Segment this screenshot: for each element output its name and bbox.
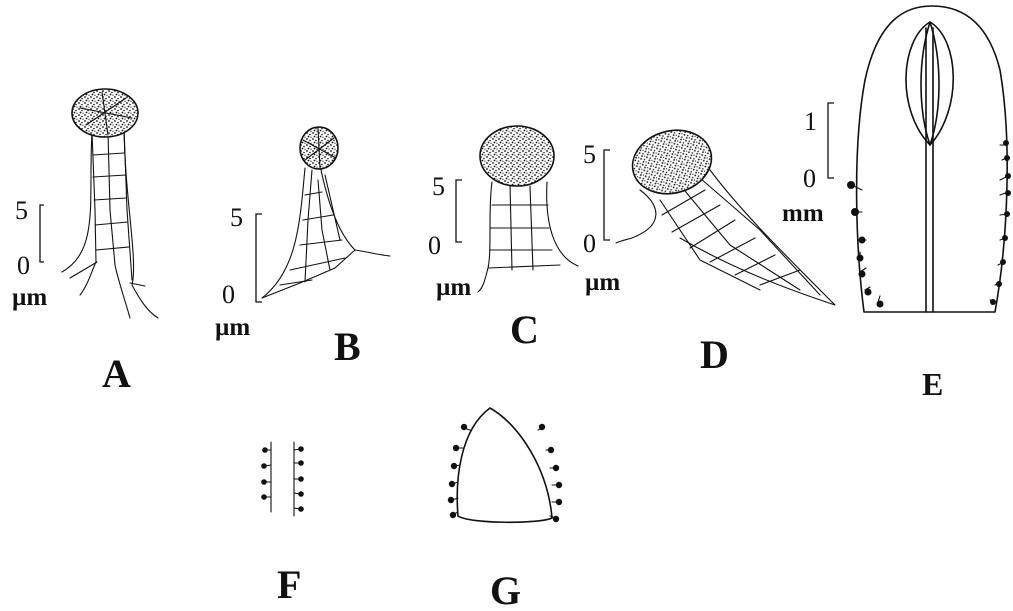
figure-b-trichome <box>262 127 390 298</box>
figure-d-scale-top: 5 <box>583 140 596 169</box>
figure-e-scale-top: 1 <box>804 107 817 136</box>
figure-a-scale-bar: 5 0 µm <box>12 196 47 311</box>
figure-e-leaf <box>847 6 1011 312</box>
figure-d-scale-unit: µm <box>585 269 620 296</box>
figure-e-glands <box>847 140 1011 308</box>
figure-f-margin-segment <box>261 442 304 516</box>
figure-c-scale-top: 5 <box>432 172 445 201</box>
figure-e-scale-unit: mm <box>782 200 824 227</box>
figure-e-scale-bottom: 0 <box>803 164 816 193</box>
figure-a-scale-unit: µm <box>12 284 47 311</box>
figure-g-bract <box>448 408 562 522</box>
figure-c-scale-bottom: 0 <box>428 231 441 260</box>
figure-c-trichome <box>478 126 578 292</box>
figure-c-scale-bar: 5 0 µm <box>428 172 471 301</box>
figure-b-scale-top: 5 <box>230 203 243 232</box>
figure-d-scale-bottom: 0 <box>583 229 596 258</box>
figure-b-scale-unit: µm <box>215 314 250 341</box>
figure-g-label: G <box>490 568 521 611</box>
figure-e-scale-bar: 1 0 mm <box>782 103 834 227</box>
figure-a-label: A <box>102 351 131 396</box>
figure-b-scale-bar: 5 0 µm <box>215 203 262 341</box>
figure-d-scale-bar: 5 0 µm <box>583 140 620 296</box>
figure-b-label: B <box>334 324 361 369</box>
figure-c-scale-unit: µm <box>436 274 471 301</box>
figure-a-trichome <box>62 89 158 318</box>
figure-b-scale-bottom: 0 <box>222 280 235 309</box>
figure-f-label: F <box>277 562 301 607</box>
figure-c-label: C <box>510 307 539 352</box>
figure-a-scale-bottom: 0 <box>17 251 30 280</box>
figure-e-label: E <box>922 366 943 402</box>
figure-d-label: D <box>700 332 729 377</box>
figure-a-scale-top: 5 <box>15 196 28 225</box>
